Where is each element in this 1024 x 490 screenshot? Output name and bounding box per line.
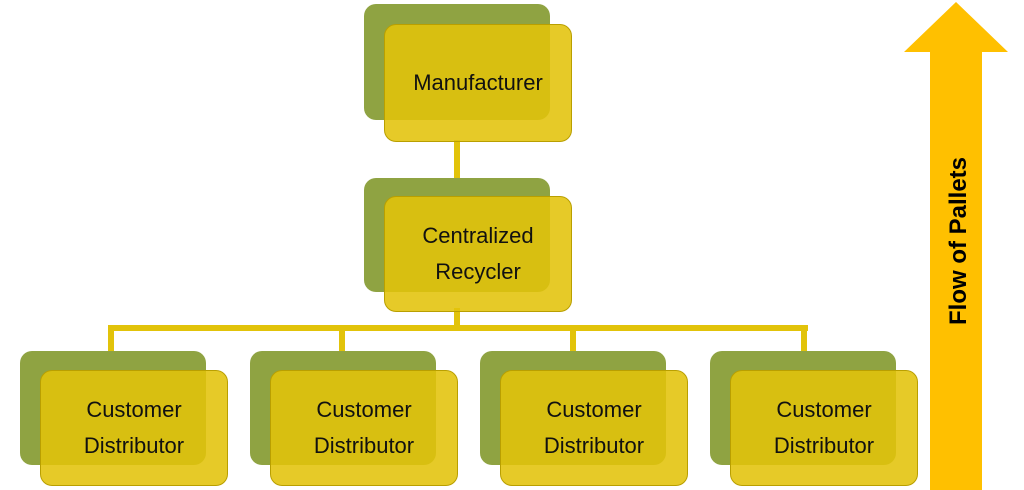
recycler-label-line2: Recycler (435, 259, 521, 284)
connector-drop-4 (801, 325, 807, 351)
connector-drop-3 (570, 325, 576, 351)
customer-distributor-label-line2: Distributor (773, 433, 875, 458)
customer-distributor-label-line1: Customer (86, 397, 182, 422)
connector-drop-1 (108, 325, 114, 351)
customer-distributor-label-line1: Customer (546, 397, 642, 422)
flow-arrow-label: Flow of Pallets (945, 156, 972, 325)
connector-drop-2 (339, 325, 345, 351)
connector-recycler-stem (454, 308, 460, 328)
customer-distributor-box-2: Customer Distributor (270, 370, 458, 486)
customer-distributor-node-1: Customer Distributor (20, 351, 230, 487)
flow-arrow-shape (904, 2, 1008, 490)
connector-manufacturer-recycler (454, 140, 460, 196)
customer-distributor-label-line1: Customer (776, 397, 872, 422)
customer-distributor-label-line2: Distributor (83, 433, 185, 458)
customer-distributor-box-4: Customer Distributor (730, 370, 918, 486)
recycler-label-line1: Centralized (422, 223, 534, 248)
customer-distributor-node-4: Customer Distributor (710, 351, 920, 487)
customer-distributor-label-line1: Customer (316, 397, 412, 422)
customer-distributor-box-1: Customer Distributor (40, 370, 228, 486)
manufacturer-box: Manufacturer (384, 24, 572, 142)
recycler-node: Centralized Recycler (364, 178, 574, 314)
customer-distributor-label-line2: Distributor (543, 433, 645, 458)
connector-horizontal-bus (108, 325, 808, 331)
customer-distributor-label-line2: Distributor (313, 433, 415, 458)
manufacturer-node: Manufacturer (364, 4, 574, 144)
manufacturer-label: Manufacturer (413, 70, 543, 95)
recycler-box: Centralized Recycler (384, 196, 572, 312)
customer-distributor-box-3: Customer Distributor (500, 370, 688, 486)
flow-arrow-up-icon (904, 2, 1008, 490)
customer-distributor-node-3: Customer Distributor (480, 351, 690, 487)
customer-distributor-node-2: Customer Distributor (250, 351, 460, 487)
